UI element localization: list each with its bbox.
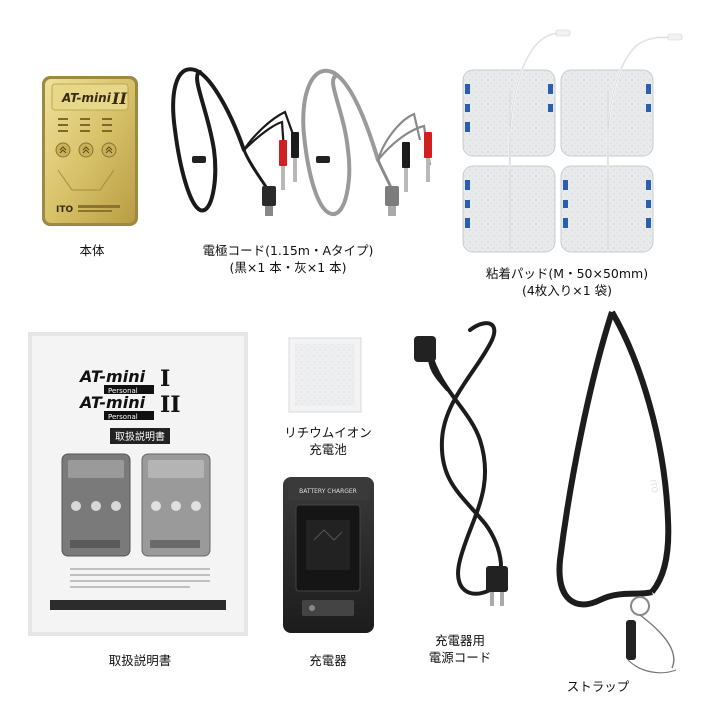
strap-hardware (626, 596, 677, 674)
device-caption: 本体 (79, 243, 105, 258)
electrode-cord-gray-plugs (385, 132, 432, 216)
manual-heading: 取扱説明書 (115, 430, 165, 443)
charger-caption: 充電器 (309, 653, 347, 668)
battery-caption: リチウムイオン 充電池 (284, 425, 372, 457)
device-logo-numeral: II (111, 89, 127, 108)
manual-title-2-numeral: II (160, 392, 181, 418)
electrode-cord-gray (301, 68, 432, 216)
charger-panel-text: BATTERY CHARGER (299, 488, 357, 495)
device-brand: ITO (56, 205, 73, 215)
device-logo: AT-mini (61, 91, 112, 105)
pads-caption: 粘着パッド(M・50×50mm) (4枚入り×1 袋) (485, 266, 649, 298)
electrode-cord-black-plugs (262, 132, 299, 216)
strap-print: ITO (648, 479, 659, 494)
power-cord (427, 321, 504, 596)
device-indicators (58, 118, 112, 132)
manual-title-1-numeral: I (160, 366, 170, 392)
battery-charger: BATTERY CHARGER (283, 477, 374, 633)
adhesive-pads (462, 29, 683, 253)
power-cord-caption: 充電器用 電源コード (428, 633, 492, 665)
manual-caption: 取扱説明書 (108, 653, 172, 668)
manual-title-2-sub: Personal (108, 413, 138, 421)
cords-caption: 電極コード(1.15m・Aタイプ) (黒×1 本・灰×1 本) (202, 243, 374, 275)
electrode-cord-black (171, 67, 297, 213)
manual-title-1: AT-mini (78, 367, 146, 386)
strap-caption: ストラップ (566, 679, 630, 694)
device-unit: AT-mini II ITO (42, 76, 138, 226)
manual-title-2: AT-mini (78, 393, 146, 412)
manual-booklet: AT-mini I Personal AT-mini II Personal 取… (28, 332, 248, 636)
power-cord-plugs (414, 336, 508, 606)
device-buttons (55, 142, 117, 158)
neck-strap: ITO (556, 310, 672, 608)
manual-title-1-sub: Personal (108, 387, 138, 395)
lithium-battery (288, 337, 362, 413)
